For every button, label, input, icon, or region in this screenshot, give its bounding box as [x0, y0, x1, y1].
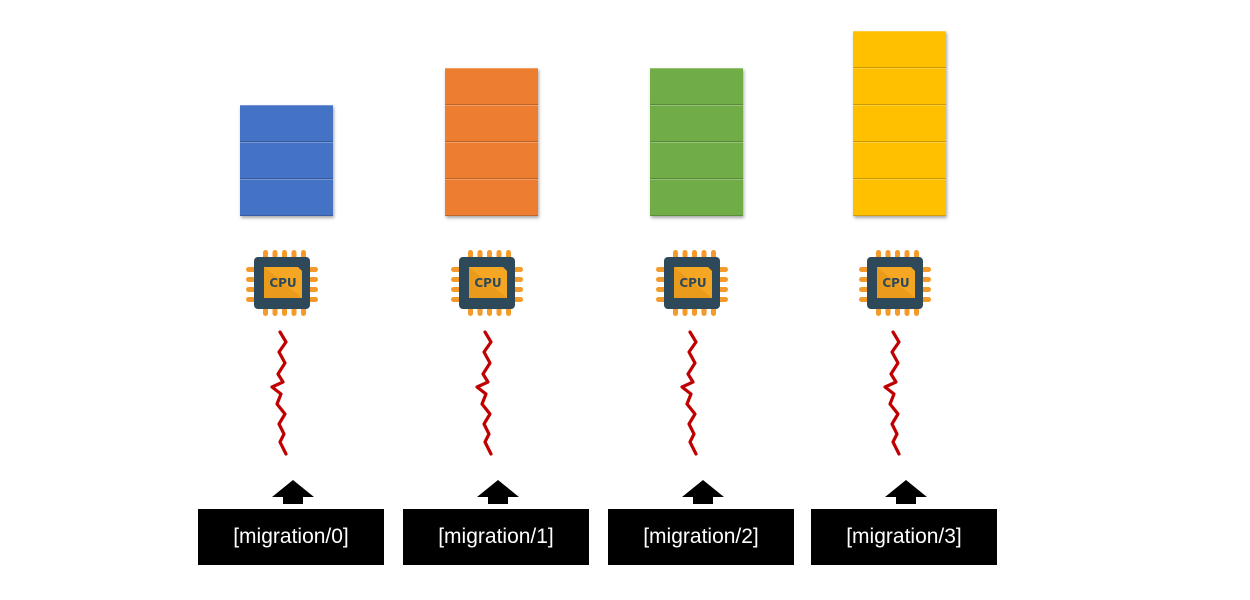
queue-block [445, 68, 538, 105]
svg-text:CPU: CPU [882, 276, 909, 290]
cpu-icon: CPU [859, 250, 931, 316]
run-queue-stack [240, 105, 333, 216]
queue-block [445, 179, 538, 216]
migration-label: [migration/1] [403, 509, 589, 565]
column-migration-0: CPU [migration/0] [198, 0, 388, 600]
column-migration-3: CPU [migration/3] [811, 0, 1001, 600]
run-queue-stack [853, 31, 946, 216]
queue-block [853, 68, 946, 105]
column-migration-1: CPU [migration/1] [403, 0, 593, 600]
column-migration-2: CPU [migration/2] [608, 0, 798, 600]
up-arrow-icon [883, 480, 929, 504]
up-arrow-icon [680, 480, 726, 504]
queue-block [240, 179, 333, 216]
thread-squiggle-icon [471, 330, 511, 456]
up-arrow-icon [270, 480, 316, 504]
queue-block [853, 142, 946, 179]
queue-block [240, 105, 333, 142]
thread-squiggle-icon [266, 330, 306, 456]
queue-block [445, 142, 538, 179]
cpu-icon: CPU [246, 250, 318, 316]
queue-block [445, 105, 538, 142]
migration-label: [migration/2] [608, 509, 794, 565]
svg-text:CPU: CPU [679, 276, 706, 290]
queue-block [853, 105, 946, 142]
queue-block [650, 142, 743, 179]
migration-label: [migration/3] [811, 509, 997, 565]
migration-label: [migration/0] [198, 509, 384, 565]
up-arrow-icon [475, 480, 521, 504]
queue-block [650, 105, 743, 142]
queue-block [650, 68, 743, 105]
svg-text:CPU: CPU [474, 276, 501, 290]
cpu-icon: CPU [656, 250, 728, 316]
queue-block [650, 179, 743, 216]
thread-squiggle-icon [676, 330, 716, 456]
queue-block [853, 179, 946, 216]
run-queue-stack [445, 68, 538, 216]
svg-text:CPU: CPU [269, 276, 296, 290]
run-queue-stack [650, 68, 743, 216]
queue-block [240, 142, 333, 179]
cpu-icon: CPU [451, 250, 523, 316]
queue-block [853, 31, 946, 68]
thread-squiggle-icon [879, 330, 919, 456]
